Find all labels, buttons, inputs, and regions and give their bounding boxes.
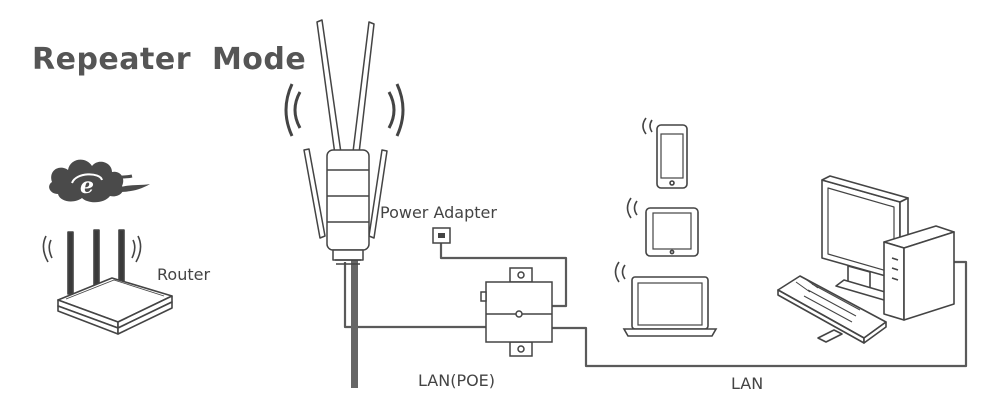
router-label: Router: [157, 265, 211, 284]
lan-poe-cable: [343, 262, 486, 329]
lan-cable: [552, 260, 968, 368]
desktop-computer-icon: [777, 175, 955, 344]
poe-injector-icon: [480, 267, 553, 357]
smartphone-icon: [642, 117, 688, 189]
laptop-icon: [614, 261, 718, 337]
svg-text:e: e: [80, 173, 94, 199]
power-adapter-plug-icon: [432, 227, 451, 244]
lan-label: LAN: [731, 374, 764, 393]
internet-cloud-icon: e: [49, 159, 150, 203]
router-icon: [42, 229, 173, 335]
power-adapter-label: Power Adapter: [380, 203, 497, 222]
mounting-pole: [351, 160, 358, 388]
lan-poe-label: LAN(POE): [418, 371, 496, 390]
diagram-title: Repeater Mode: [32, 42, 307, 77]
power-adapter-cable: [439, 243, 568, 308]
cables: [343, 243, 968, 368]
tablet-icon: [626, 197, 699, 257]
outdoor-cpe-device-icon: [284, 19, 405, 265]
